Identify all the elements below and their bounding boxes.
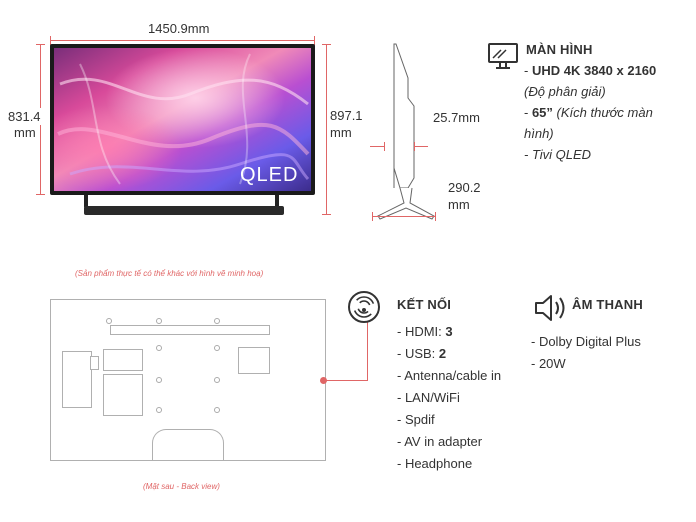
size-value: 65” [531, 105, 553, 120]
resolution-value: UHD 4K 3840 x 2160 [531, 63, 657, 78]
sound-item: - Dolby Digital Plus [531, 334, 641, 349]
ports-marker-dot [320, 377, 327, 384]
mount-hole [214, 377, 220, 383]
hdmi-label: - HDMI: [397, 324, 446, 339]
back-port-block [103, 374, 143, 416]
mount-hole [156, 318, 162, 324]
total-height-value: 897.1 [330, 108, 363, 123]
usb-line: - USB: 2 [397, 343, 446, 364]
mount-hole [214, 407, 220, 413]
panel-depth-label: 25.7mm [433, 110, 480, 125]
speaker-icon [535, 295, 565, 321]
stand-leg-right [275, 195, 279, 207]
mount-hole [214, 318, 220, 324]
back-view-note: (Mặt sau - Back view) [143, 482, 220, 491]
width-tick-right [314, 36, 315, 45]
total-height-unit: mm [330, 125, 352, 140]
stand-depth-line [372, 216, 436, 217]
ports-leader-horizontal [326, 380, 368, 381]
screen-resolution-line: - UHD 4K 3840 x 2160 [524, 60, 656, 81]
usb-label: - USB: [397, 346, 439, 361]
panel-depth-tick-left [384, 142, 385, 151]
total-height-tick-bottom [322, 214, 331, 215]
size-note-2: hình) [524, 126, 554, 141]
mount-hole [156, 377, 162, 383]
screen-type: - Tivi QLED [524, 147, 592, 162]
connect-item: - Headphone [397, 456, 473, 471]
tv-side-profile [377, 43, 435, 220]
back-stand-mount [152, 429, 224, 460]
screen-height-tick-bottom [36, 194, 45, 195]
total-height-tick-top [322, 44, 331, 45]
stand-depth-tick-left [372, 212, 373, 221]
sound-item: - 20W [531, 356, 566, 371]
total-height-line [326, 44, 327, 215]
connect-item: - Spdif [397, 412, 435, 427]
hdmi-value: 3 [445, 324, 453, 339]
panel-depth-arrow-left [370, 146, 384, 147]
screen-height-tick-top [36, 44, 45, 45]
connect-item: - AV in adapter [397, 434, 483, 449]
resolution-prefix: - [524, 63, 532, 78]
stand-leg-left [84, 195, 88, 207]
mount-hole [156, 345, 162, 351]
stand-base [84, 206, 284, 215]
back-power-block [238, 347, 270, 374]
screen-height-value: 831.4 [8, 108, 41, 125]
back-left-panel [62, 351, 92, 408]
tv-screen-art [54, 48, 311, 191]
usb-value: 2 [438, 346, 447, 361]
connect-item: - Antenna/cable in [397, 368, 502, 383]
screen-size-line: - 65” (Kích thước màn [524, 102, 653, 123]
sound-spec-title: ÂM THANH [572, 297, 643, 312]
stand-depth-value: 290.2 [448, 180, 481, 195]
stand-depth-tick-right [435, 212, 436, 221]
back-left-tab [90, 356, 99, 370]
size-note-1: (Kích thước màn [552, 105, 653, 120]
stand-depth-unit: mm [448, 197, 470, 212]
size-prefix: - [524, 105, 532, 120]
width-tick-left [50, 36, 51, 45]
monitor-icon [488, 43, 518, 69]
resolution-note: (Độ phân giải) [524, 84, 606, 99]
hdmi-line: - HDMI: 3 [397, 321, 453, 342]
screen-spec-title: MÀN HÌNH [526, 42, 593, 57]
screen-height-unit: mm [14, 125, 36, 140]
mount-hole [214, 345, 220, 351]
connect-spec-title: KẾT NỐI [397, 297, 452, 312]
mount-hole [106, 318, 112, 324]
back-top-slot [110, 325, 270, 335]
wireless-icon [348, 291, 380, 323]
back-port-block-top [103, 349, 143, 371]
panel-depth-arrow-right [414, 146, 428, 147]
connect-item: - LAN/WiFi [397, 390, 460, 405]
disclaimer-note: (Sản phẩm thực tế có thể khác với hình v… [75, 269, 264, 278]
tv-front-image: QLED [50, 44, 315, 195]
mount-hole [156, 407, 162, 413]
ports-leader-vertical [367, 322, 368, 381]
width-label: 1450.9mm [148, 21, 210, 36]
qled-logo: QLED [240, 164, 299, 186]
panel-depth-tick-right [414, 142, 415, 151]
width-dimension-line [50, 40, 315, 41]
